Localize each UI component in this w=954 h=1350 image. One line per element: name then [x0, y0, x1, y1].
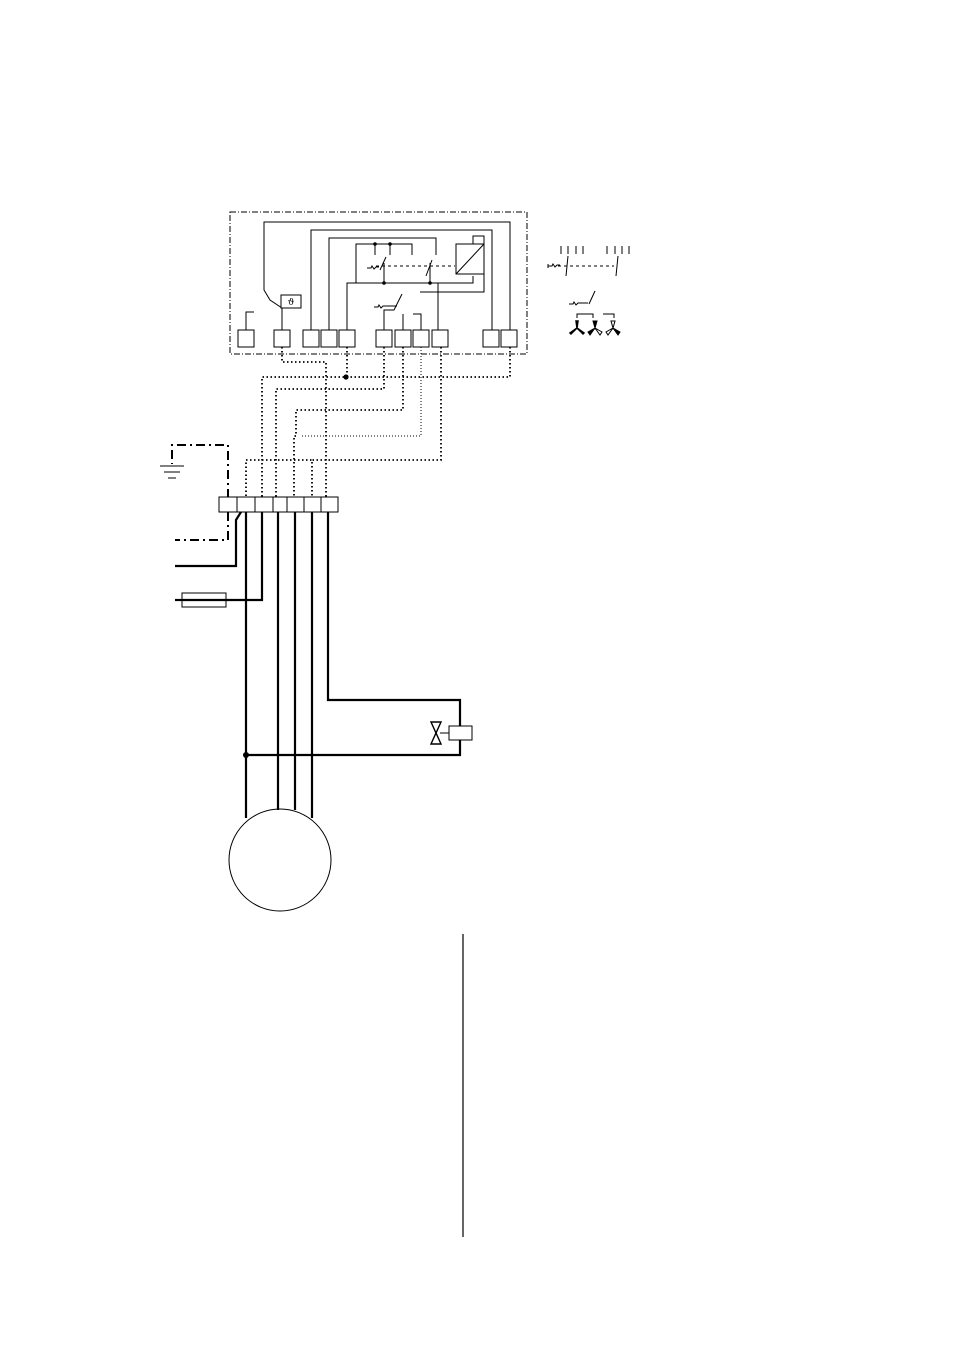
unit-terminal — [273, 329, 291, 348]
thermostat-symbol: ϑ — [288, 298, 295, 308]
interconnect-wiring — [245, 347, 511, 500]
unit-terminal — [500, 329, 518, 348]
supply-lines — [175, 511, 264, 608]
unit-terminal — [237, 329, 255, 348]
unit-terminal — [338, 329, 356, 348]
unit-terminal — [482, 329, 500, 348]
motor-feed-wires — [243, 512, 462, 818]
control-unit-enclosure — [229, 211, 528, 355]
fan-full-icon — [568, 320, 586, 336]
control-unit: ϑ — [229, 211, 528, 355]
unit-terminal — [431, 329, 449, 348]
solenoid-valve-icon — [429, 721, 473, 745]
unit-terminal — [320, 329, 338, 348]
fan-low-icon — [605, 320, 621, 336]
unit-terminal — [412, 329, 430, 348]
fan-medium-icon — [587, 320, 603, 336]
relay-coil — [455, 243, 485, 275]
fan-speed-switch — [547, 246, 630, 318]
unit-terminal — [375, 329, 393, 348]
thermostat-sensor: ϑ — [280, 294, 302, 309]
unit-internal-wiring — [245, 221, 511, 330]
main-terminal-block — [218, 496, 339, 513]
unit-terminal — [302, 329, 320, 348]
motor-icon — [228, 808, 332, 912]
fuse-icon — [175, 512, 264, 608]
unit-terminal-block — [237, 329, 518, 348]
unit-terminal — [394, 329, 412, 348]
ground-icon — [160, 444, 229, 498]
